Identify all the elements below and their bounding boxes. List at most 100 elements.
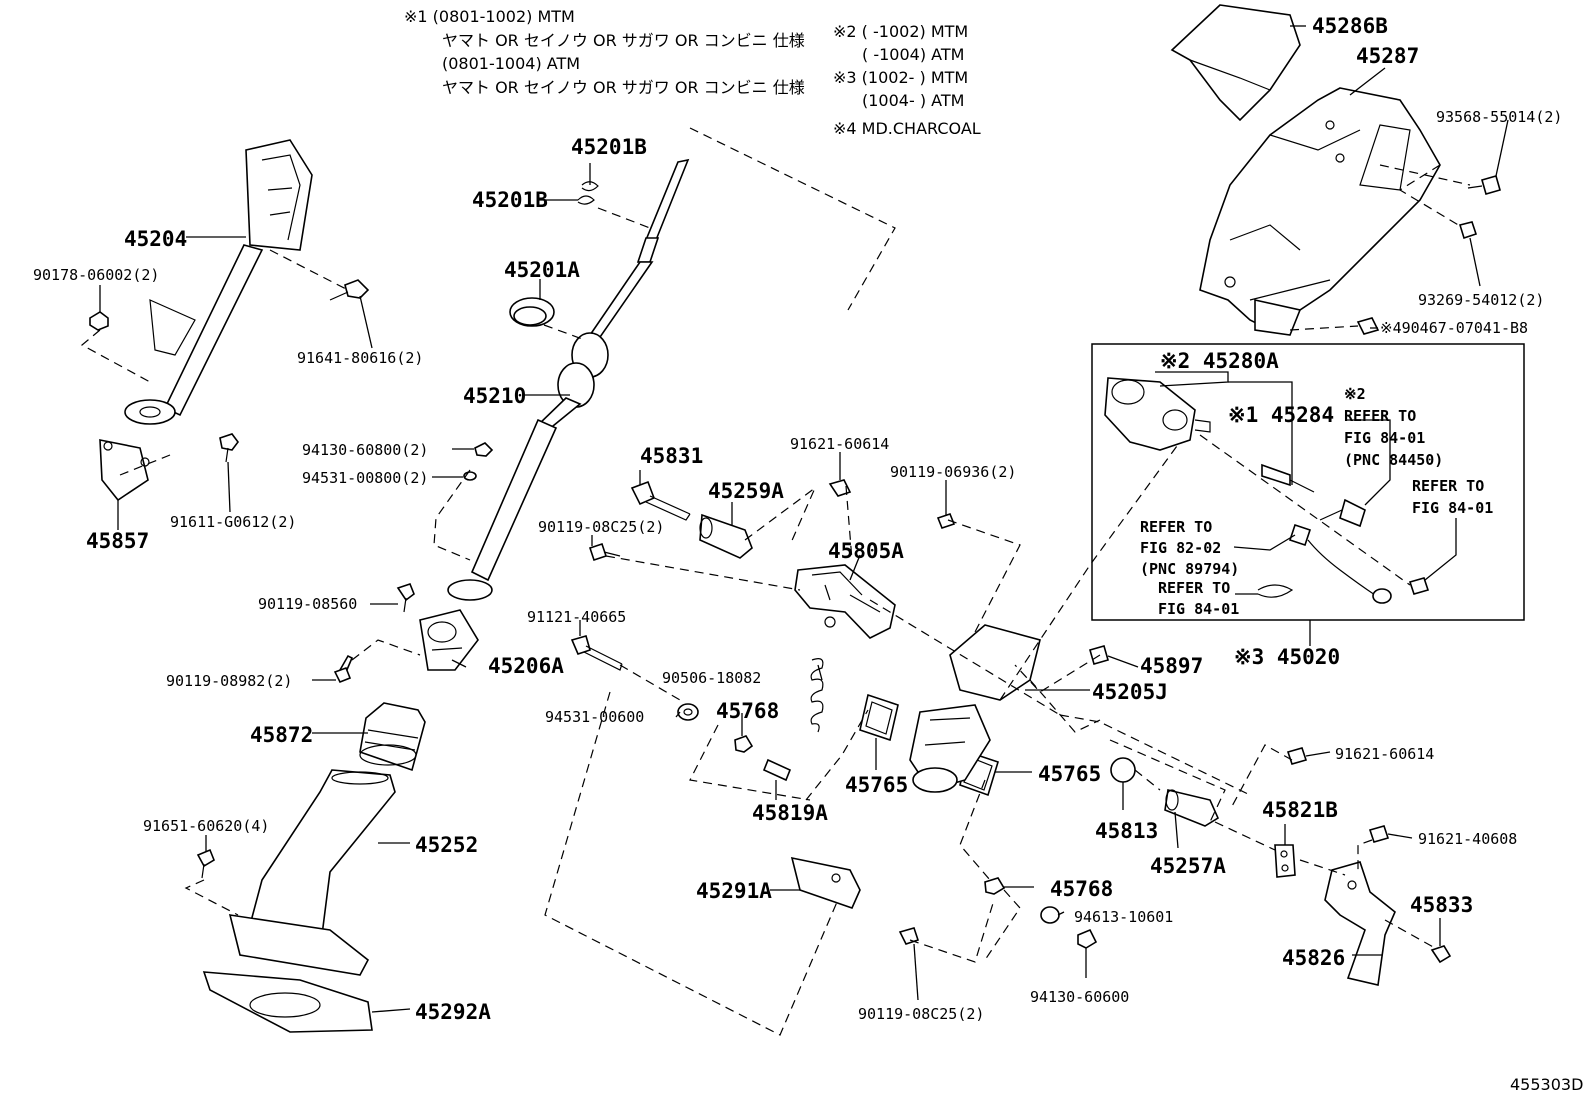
label-45765-b: 45765 (1038, 762, 1101, 786)
bolt-90119-08C25-a (588, 542, 621, 562)
bolt-45831 (630, 480, 691, 521)
label-93568-55014: 93568-55014(2) (1436, 108, 1562, 126)
clip-90467 (1356, 317, 1380, 335)
cover-45287 (1199, 87, 1441, 336)
bracket-45291A (790, 856, 861, 909)
bolt-90119-08982 (333, 654, 354, 684)
label-45201A: 45201A (504, 258, 580, 282)
note-line: ※3 (1002- ) MTM (833, 68, 968, 87)
label-45826: 45826 (1282, 946, 1345, 970)
bolt-91621-60614-a (828, 479, 852, 497)
cover-45286B (1170, 4, 1301, 122)
label-91641-80616: 91641-80616(2) (297, 349, 423, 367)
washer-94613 (1040, 906, 1060, 924)
nut-45768-b (984, 877, 1006, 895)
bolt-91641 (329, 279, 370, 301)
label-45833: 45833 (1410, 893, 1473, 917)
harness-ref-89794 (1288, 523, 1392, 604)
label-45284: ※1 45284 (1228, 403, 1334, 427)
leader-lines (99, 25, 1509, 1013)
note-line: ヤマト OR セイノウ OR サガワ OR コンビニ 仕様 (442, 78, 805, 97)
note-line: ( -1004) ATM (862, 45, 964, 64)
label-90178-06002: 90178-06002(2) (33, 266, 159, 284)
label-91621-60614-b: 91621-60614 (1335, 745, 1434, 763)
ref-note-pnc-89794: REFER TO FIG 82-02 (PNC 89794) (1140, 518, 1239, 578)
label-90119-06936: 90119-06936(2) (890, 463, 1016, 481)
note-line: (0801-1004) ATM (442, 54, 580, 73)
bolt-90119-08C25-b (898, 927, 920, 945)
bolt-91121 (570, 635, 623, 671)
ref-line: REFER TO (1140, 518, 1212, 536)
plate-45292A (202, 971, 373, 1033)
boot-45872 (359, 702, 426, 772)
label-45765-a: 45765 (845, 773, 908, 797)
label-45201B: 45201B (472, 188, 548, 212)
pin-45819A (762, 758, 792, 782)
label-45813: 45813 (1095, 819, 1158, 843)
note-line: ※1 (0801-1002) MTM (404, 7, 575, 26)
bolt-90119-08560 (396, 583, 415, 613)
label-91621-40608: 91621-40608 (1418, 830, 1517, 848)
bolt-91651 (196, 848, 215, 879)
note-line: ヤマト OR セイノウ OR サガワ OR コンビニ 仕様 (442, 31, 805, 50)
nut-45833 (1430, 945, 1452, 964)
lock-45280A (1104, 377, 1211, 451)
label-45204: 45204 (124, 227, 187, 251)
label-94531-00600: 94531-00600 (545, 708, 644, 726)
screw-93269 (1458, 221, 1478, 240)
bracket-45826 (1324, 861, 1396, 986)
bracket-45805A (794, 564, 896, 639)
part-45204-bracket (99, 139, 313, 502)
ref-line: (PNC 84450) (1344, 451, 1443, 469)
label-91611-G0612: 91611-G0612(2) (170, 513, 296, 531)
label-90467-07041-B8: ※490467-07041-B8 (1380, 319, 1528, 337)
note-line: (1004- ) ATM (862, 91, 964, 110)
clip-45201B (577, 181, 599, 205)
label-90506-18082: 90506-18082 (662, 669, 761, 687)
nut-94130-60800 (474, 442, 494, 457)
label-45287: 45287 (1356, 44, 1419, 68)
part-labels: 45201B 45201B 45204 90178-06002(2) 91641… (33, 14, 1562, 1024)
pad-45765-a (859, 693, 899, 742)
label-90119-08982: 90119-08982(2) (166, 672, 292, 690)
bolt-90178 (89, 311, 109, 331)
ref-note-fig-84-01-a: REFER TO FIG 84-01 (1412, 477, 1493, 517)
bolt-91621-40608 (1368, 825, 1390, 843)
label-45857: 45857 (86, 529, 149, 553)
screw-93568 (1467, 175, 1501, 195)
label-45259A: 45259A (708, 479, 784, 503)
joint-45206A (419, 609, 479, 671)
label-90119-08C25-b: 90119-08C25(2) (858, 1005, 984, 1023)
label-94130-60600: 94130-60600 (1030, 988, 1129, 1006)
ref-line: FIG 84-01 (1344, 429, 1425, 447)
label-45280A: ※2 45280A (1160, 349, 1279, 373)
note-line: ※4 MD.CHARCOAL (833, 119, 981, 138)
ref-line: (PNC 89794) (1140, 560, 1239, 578)
label-94130-60800: 94130-60800(2) (302, 441, 428, 459)
label-45821B: 45821B (1262, 798, 1338, 822)
ref-line: FIG 84-01 (1412, 499, 1493, 517)
label-45205J: 45205J (1092, 680, 1168, 704)
label-45805A: 45805A (828, 539, 904, 563)
bolt-91621-60614-b (1286, 747, 1308, 765)
nut-94130-60600 (1077, 928, 1098, 949)
label-90119-08C25-a: 90119-08C25(2) (538, 518, 664, 536)
label-94531-00800: 94531-00800(2) (302, 469, 428, 487)
ref-note-fig-84-01-b: REFER TO FIG 84-01 (1158, 579, 1239, 618)
label-45210: 45210 (463, 384, 526, 408)
label-91621-60614-a: 91621-60614 (790, 435, 889, 453)
part-45821B (1274, 844, 1296, 878)
cover-45252 (228, 769, 396, 976)
part-45259A (699, 513, 753, 559)
part-45210-shaft (447, 158, 690, 601)
label-45020: ※3 45020 (1234, 645, 1340, 669)
figure-code: 455303D (1510, 1075, 1583, 1094)
label-93269-54012: 93269-54012(2) (1418, 291, 1544, 309)
clamp-ref-84-01 (1257, 584, 1294, 598)
note-line: ※2 ( -1002) MTM (833, 22, 968, 41)
label-45768-a: 45768 (716, 699, 779, 723)
connector-ref-84450 (1319, 498, 1366, 528)
label-45819A: 45819A (752, 801, 828, 825)
label-45768-b: 45768 (1050, 877, 1113, 901)
